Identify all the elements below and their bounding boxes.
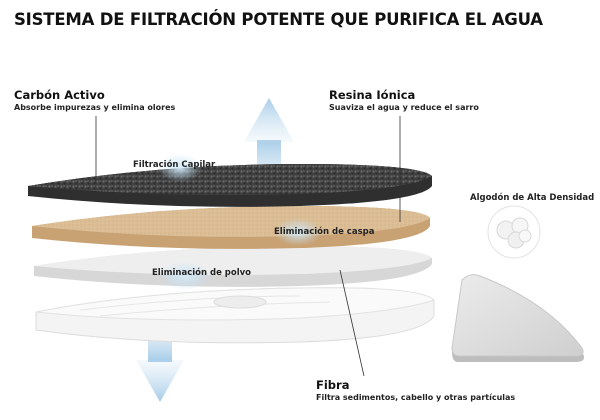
carbon-label: Carbón Activo Absorbe impurezas y elimin… [14,88,175,112]
carbon-filter-layer [28,164,432,207]
page-title: SISTEMA DE FILTRACIÓN POTENTE QUE PURIFI… [14,10,543,29]
caspa-callout: Eliminación de caspa [274,227,375,237]
capilar-glow-icon [158,154,202,182]
fibra-leader-line [339,269,365,377]
fibra-heading: Fibra [316,378,350,392]
base-tray-layer [35,287,435,344]
caspa-glow-icon [274,218,322,246]
white-filter-layer [34,246,432,287]
algodon-heading: Algodón de Alta Densidad [470,193,595,203]
carbon-description: Absorbe impurezas y elimina olores [14,103,176,112]
capilar-callout: Filtración Capilar [133,160,216,170]
resina-description: Suaviza el agua y reduce el sarro [329,103,479,112]
algodon-label: Algodón de Alta Densidad [470,192,594,203]
polvo-glow-icon [159,262,211,290]
felt-filter-piece [451,274,584,362]
resina-label: Resina Iónica Suaviza el agua y reduce e… [329,88,479,112]
cotton-image [487,205,541,259]
polvo-callout: Eliminación de polvo [152,268,252,278]
resin-filter-layer [32,206,430,249]
carbon-heading: Carbón Activo [14,88,105,102]
fibra-description: Filtra sedimentos, cabello y otras partí… [316,393,516,402]
fibra-label: Fibra Filtra sedimentos, cabello y otras… [316,378,515,402]
resina-heading: Resina Iónica [329,88,416,102]
